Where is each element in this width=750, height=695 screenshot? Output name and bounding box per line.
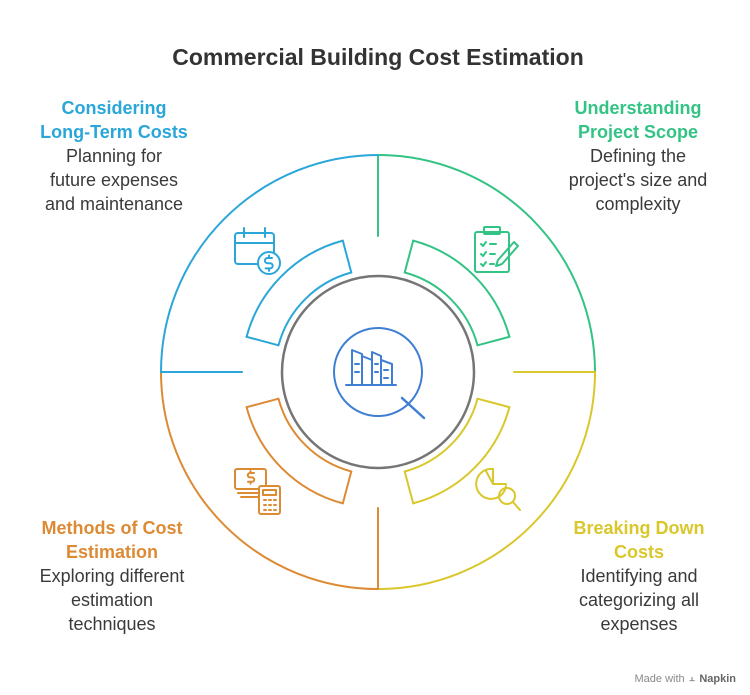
- section-heading: Long-Term Costs: [40, 122, 188, 142]
- band-inner-long-term: [277, 271, 353, 347]
- band-inner-scope: [403, 271, 479, 347]
- section-description: Planning for: [65, 146, 163, 166]
- section-heading: Understanding: [574, 98, 702, 118]
- clipboard-checklist-icon: [474, 226, 519, 273]
- money-calculator-icon: [234, 468, 281, 515]
- band-end-methods: [245, 397, 280, 409]
- building-search-icon: [333, 327, 426, 420]
- band-end-scope: [403, 239, 415, 274]
- watermark: Made with ⫠ Napkin: [635, 672, 737, 685]
- section-description: and maintenance: [44, 194, 184, 214]
- section-description: Identifying and: [580, 566, 698, 586]
- watermark-brand: Napkin: [699, 672, 736, 685]
- outer-arc-long-term: [160, 154, 379, 373]
- section-description: expenses: [600, 614, 678, 634]
- outer-arc-scope: [377, 154, 596, 373]
- band-end-long-term: [341, 239, 353, 274]
- section-long-term: Considering Long-Term Costs Planning for…: [0, 96, 234, 216]
- center-circle: [280, 274, 476, 470]
- band-outer-scope: [412, 239, 511, 338]
- section-description: categorizing all: [578, 590, 700, 610]
- band-end-breakdown: [403, 470, 415, 505]
- section-description: Defining the: [589, 146, 687, 166]
- band-end-scope: [476, 335, 511, 347]
- band-end-breakdown: [476, 397, 511, 409]
- section-description: estimation: [70, 590, 154, 610]
- section-description: project's size and: [568, 170, 708, 190]
- section-heading: Breaking Down: [573, 518, 705, 538]
- band-outer-breakdown: [412, 406, 511, 505]
- section-description: complexity: [595, 194, 681, 214]
- page-title: Commercial Building Cost Estimation: [172, 44, 584, 70]
- section-description: Exploring different: [39, 566, 185, 586]
- band-end-long-term: [245, 335, 280, 347]
- watermark-prefix: Made with: [634, 672, 685, 685]
- band-inner-methods: [277, 397, 353, 473]
- section-methods: Methods of Cost Estimation Exploring dif…: [0, 516, 232, 636]
- section-heading: Project Scope: [577, 122, 699, 142]
- section-heading: Methods of Cost: [41, 518, 183, 538]
- section-heading: Considering: [61, 98, 167, 118]
- band-inner-breakdown: [403, 397, 479, 473]
- band-end-methods: [341, 470, 353, 505]
- ring-arcs: [160, 154, 596, 590]
- section-breakdown: Breaking Down Costs Identifying and cate…: [519, 516, 750, 636]
- section-description: future expenses: [49, 170, 179, 190]
- section-scope: Understanding Project Scope Defining the…: [518, 96, 750, 216]
- calendar-dollar-icon: [234, 227, 281, 275]
- band-outer-long-term: [245, 239, 344, 338]
- napkin-logo-icon: ⫠: [688, 672, 696, 684]
- outer-arc-methods: [160, 371, 379, 590]
- section-heading: Costs: [613, 542, 664, 562]
- band-outer-methods: [245, 406, 344, 505]
- section-heading: Estimation: [65, 542, 158, 562]
- outer-arc-breakdown: [377, 371, 596, 590]
- section-description: techniques: [68, 614, 156, 634]
- pie-chart-magnifier-icon: [475, 467, 521, 511]
